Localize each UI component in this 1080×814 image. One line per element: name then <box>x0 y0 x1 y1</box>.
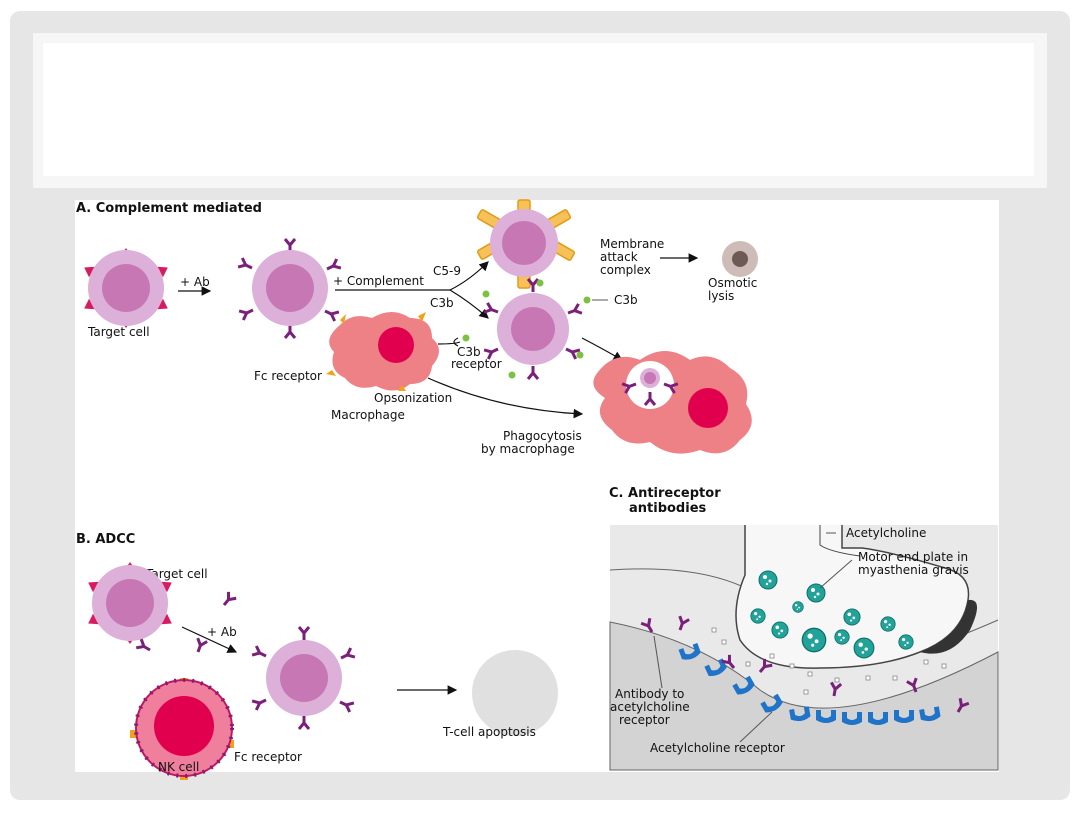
macrophage-label: Macrophage <box>331 408 405 422</box>
nk-cell-label: NK cell <box>158 760 199 774</box>
apoptosis-label: T-cell apoptosis <box>442 725 536 739</box>
target-cell-b-label: Target cell <box>145 567 208 581</box>
c3b-receptor-label-1: C3b <box>457 345 481 359</box>
fc-receptor-b-label: Fc receptor <box>234 750 302 764</box>
antibody-to-label-2: acetylcholine <box>610 700 690 714</box>
acetylcholine-label: Acetylcholine <box>846 526 926 540</box>
mac-label-3: complex <box>600 263 651 277</box>
c3b-label-left: C3b <box>430 296 454 310</box>
panel-a: A. Complement mediated Target cell + Ab <box>76 199 758 456</box>
phagocytosing-macrophage <box>593 351 752 454</box>
phagocytosis-label-2: by macrophage <box>481 442 575 456</box>
panel-b-heading: B. ADCC <box>76 532 135 547</box>
macrophage <box>326 312 459 391</box>
membrane-attack-cell <box>476 199 576 289</box>
mac-label-2: attack <box>600 250 638 264</box>
apoptotic-cell <box>472 650 558 736</box>
nk-cell <box>130 678 234 780</box>
nmj-illustration <box>609 525 999 771</box>
osmotic-label-1: Osmotic <box>708 276 757 290</box>
osmotic-label-2: lysis <box>708 289 734 303</box>
c3b-label-right: C3b <box>614 293 638 307</box>
target-cell-label: Target cell <box>87 325 150 339</box>
mac-label-1: Membrane <box>600 237 664 251</box>
plus-ab-b-label: + Ab <box>207 625 237 639</box>
ach-receptor-label: Acetylcholine receptor <box>650 741 785 755</box>
opsonization-label: Opsonization <box>374 391 452 405</box>
phagocytosis-label-1: Phagocytosis <box>503 429 582 443</box>
c3b-receptor-label-2: receptor <box>451 357 502 371</box>
fc-receptor-label-a: Fc receptor <box>254 369 322 383</box>
antibody-to-label-1: Antibody to <box>615 687 684 701</box>
panel-c: C. Antireceptor antibodies <box>609 486 999 771</box>
motor-end-plate-label-1: Motor end plate in <box>858 550 968 564</box>
target-cell-a <box>81 248 171 328</box>
plus-complement-label: + Complement <box>333 274 424 288</box>
target-cell-b <box>85 562 175 644</box>
panel-c-heading-2: antibodies <box>629 501 707 516</box>
antibody-to-label-3: receptor <box>619 713 670 727</box>
antibody-coated-cell-b <box>250 625 357 731</box>
motor-end-plate-label-2: myasthenia gravis <box>858 563 969 577</box>
antibody-coated-cell <box>236 237 343 340</box>
title-box <box>43 43 1034 176</box>
panel-a-heading: A. Complement mediated <box>76 201 262 216</box>
panel-c-heading-1: C. Antireceptor <box>609 486 721 501</box>
c3b-opsonized-cell <box>462 277 591 381</box>
c5-9-label: C5-9 <box>433 264 461 278</box>
plus-ab-label: + Ab <box>180 275 210 289</box>
panel-b: B. ADCC Target cell + Ab <box>76 532 558 780</box>
